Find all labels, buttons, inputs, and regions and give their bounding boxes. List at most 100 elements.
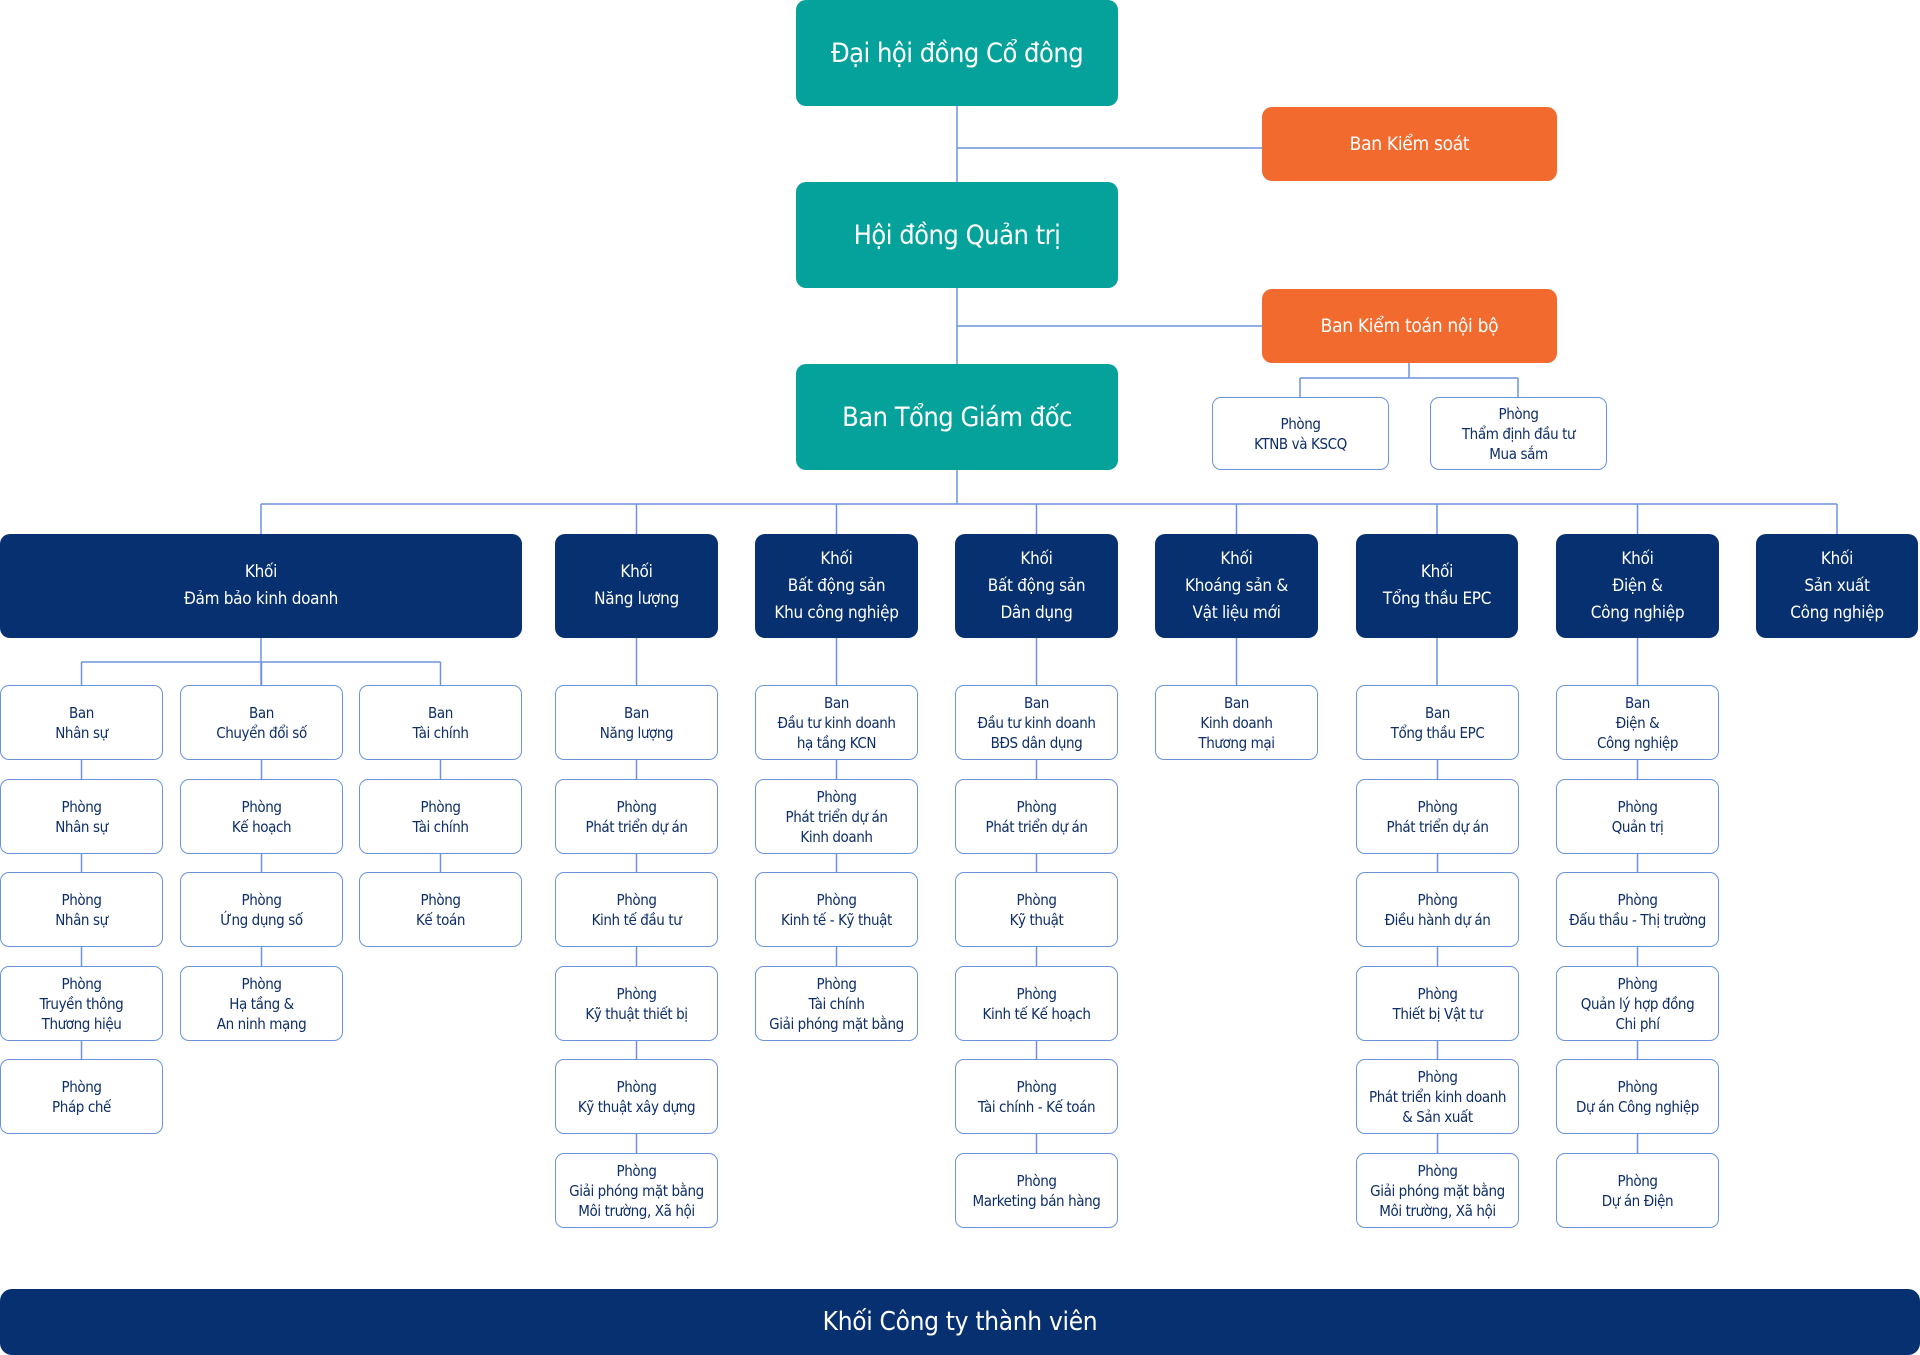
box-name-label: Truyền thông [39, 994, 124, 1013]
box-type-label: Phòng [816, 787, 857, 806]
box-name-label: Môi trường, Xã hội [578, 1201, 695, 1220]
box-name-label: Điện & [1612, 575, 1663, 596]
box-label: Ban Kiểm soát [1349, 133, 1470, 155]
box-label: Đại hội đồng Cổ đông [830, 37, 1084, 69]
box-name-label: Dự án Điện [1601, 1191, 1674, 1210]
box-name-label: Phát triển dự án [785, 807, 888, 826]
box-name-label: Hạ tầng & [229, 994, 294, 1013]
box-type-label: Phòng [816, 974, 857, 993]
box-type-label: Phòng [241, 974, 282, 993]
box-name-label: Dân dụng [1000, 602, 1073, 623]
internal-audit-board-box[interactable]: Ban Kiểm toán nội bộ [1262, 289, 1557, 363]
box-type-label: Khối [620, 562, 653, 582]
box-type-label: Khối [1621, 548, 1654, 569]
box-type-label: Phòng [241, 797, 282, 816]
box-type-label: Phòng [1417, 1161, 1458, 1180]
board-of-directors-box[interactable]: Hội đồng Quản trị [796, 182, 1118, 288]
box-name-label: Công nghiệp [1597, 733, 1678, 752]
box-name-label: Kinh tế Kế hoạch [982, 1004, 1091, 1023]
box-type-label: Phòng [616, 890, 657, 909]
box-name-label: Kinh tế - Kỹ thuật [781, 910, 892, 929]
box-name-label: Đầu tư kinh doanh [977, 713, 1096, 732]
box-name-label: Đầu tư kinh doanh [777, 713, 896, 732]
box-type-label: Phòng [616, 1161, 657, 1180]
box-type-label: Phòng [1417, 890, 1458, 909]
box-type-label: Phòng [1417, 797, 1458, 816]
box-type-label: Ban [249, 703, 274, 722]
box-name-label: Nhân sự [55, 723, 108, 742]
box-name-label: Kế hoạch [231, 817, 292, 836]
box-type-label: Phòng [1280, 414, 1321, 433]
box-type-label: Ban [824, 693, 849, 712]
box-type-label: Khối [244, 562, 278, 582]
box-name-label: Khoáng sản & [1185, 575, 1288, 596]
general-meeting-of-shareholders-box[interactable]: Đại hội đồng Cổ đông [796, 0, 1118, 106]
box-name-label: Quản trị [1611, 817, 1664, 836]
box-name-label: Marketing bán hàng [972, 1191, 1101, 1210]
box-name-label: Phát triển dự án [985, 817, 1088, 836]
supervisory-board-box[interactable]: Ban Kiểm soát [1262, 107, 1557, 181]
executive-board-box[interactable]: Ban Tổng Giám đốc [796, 364, 1118, 470]
box-type-label: Phòng [1417, 1067, 1458, 1086]
box-name-label: Công nghiệp [1590, 602, 1685, 623]
box-name-label: BĐS dân dụng [990, 733, 1083, 752]
box-type-label: Khối [1820, 548, 1854, 569]
box-name-label: Năng lượng [594, 589, 679, 609]
box-name-label: Chi phí [1615, 1014, 1660, 1033]
box-type-label: Ban [428, 703, 453, 722]
subsidiaries-bar[interactable]: Khối Công ty thành viên [0, 1289, 1920, 1355]
